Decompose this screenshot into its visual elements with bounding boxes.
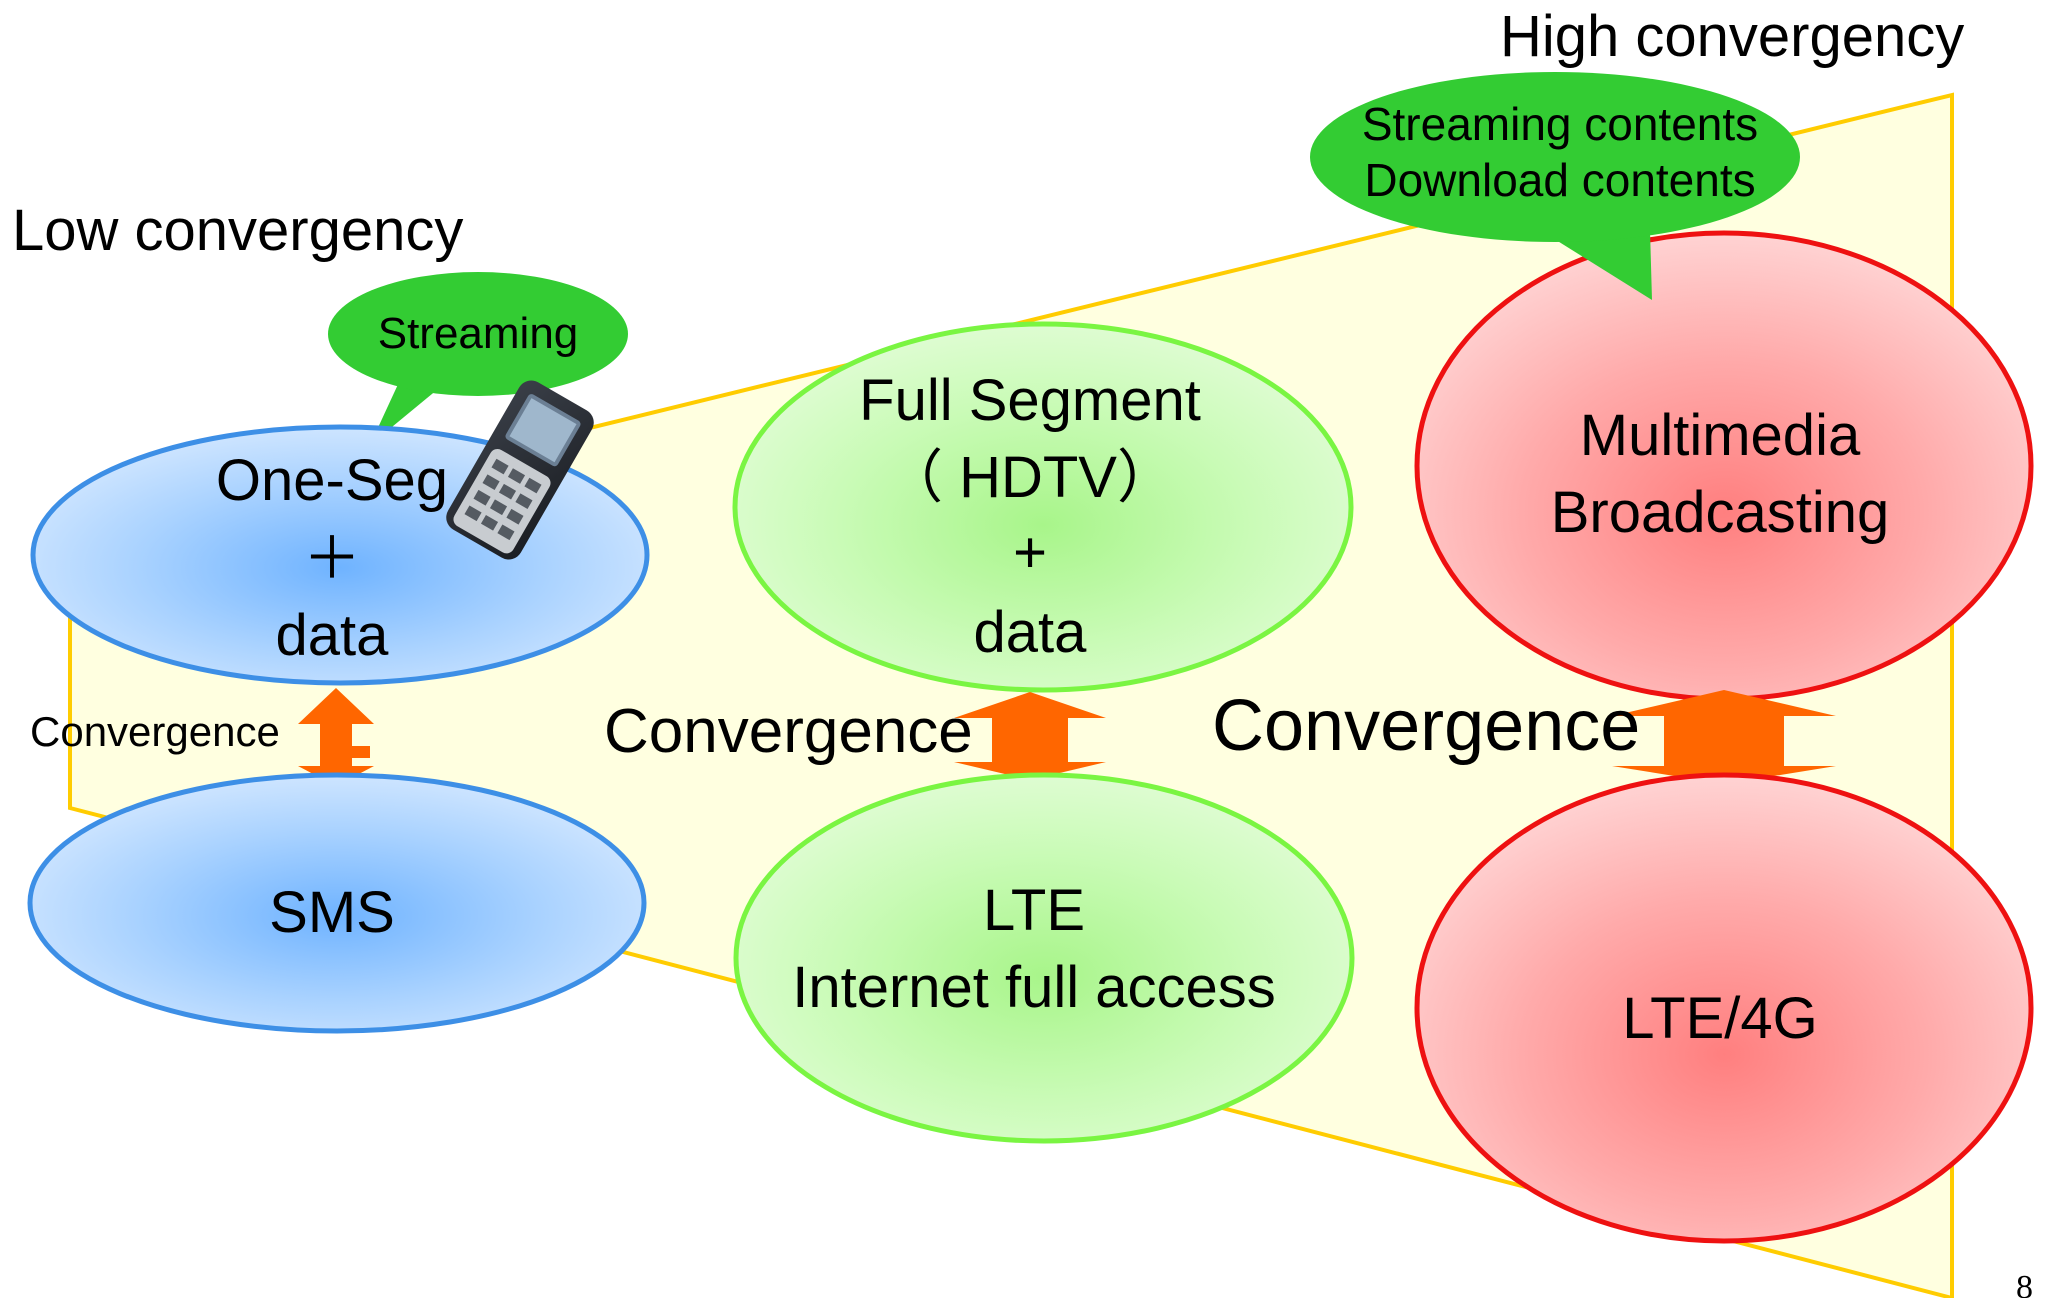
convergence-label-large: Convergence (1212, 686, 1640, 766)
page-number: 8 (2016, 1269, 2033, 1298)
lte-label: LTE (983, 878, 1085, 943)
one-seg-plus: ＋ (303, 526, 361, 591)
convergence-arrow-large (1612, 690, 1836, 784)
full-segment-plus: + (1013, 520, 1047, 585)
convergence-arrow-medium-notch (1068, 730, 1106, 750)
internet-full-access-label: Internet full access (792, 955, 1276, 1020)
convergence-label-medium: Convergence (604, 697, 973, 766)
streaming-contents-label: Streaming contents (1362, 98, 1758, 150)
lte-4g-ellipse (1414, 772, 2034, 1244)
contents-bubble: Streaming contents Download contents (1310, 72, 1800, 300)
full-segment-label: Full Segment (859, 368, 1201, 433)
convergence-arrow-medium (954, 692, 1106, 780)
streaming-bubble-label: Streaming (378, 309, 579, 358)
one-seg-data: data (276, 603, 390, 668)
high-convergency-heading: High convergency (1500, 4, 1964, 69)
convergence-arrow-large-notch (1784, 730, 1836, 752)
sms-ellipse (27, 772, 647, 1034)
hdtv-label: （ HDTV） (885, 445, 1175, 510)
streaming-bubble: Streaming (328, 272, 628, 445)
convergence-arrow-small (298, 688, 374, 786)
download-contents-label: Download contents (1364, 154, 1755, 206)
broadcasting-label: Broadcasting (1551, 480, 1890, 545)
convergence-label-small: Convergence (30, 708, 280, 755)
lte-ellipse (733, 772, 1355, 1144)
one-seg-label: One-Seg (216, 448, 448, 513)
lte-4g-label: LTE/4G (1622, 986, 1818, 1051)
sms-label: SMS (269, 880, 395, 945)
low-convergency-heading: Low convergency (12, 198, 463, 263)
full-segment-data: data (974, 600, 1088, 665)
multimedia-label: Multimedia (1580, 403, 1861, 468)
full-segment-ellipse (732, 321, 1354, 693)
mobile-phone-icon (446, 380, 594, 560)
